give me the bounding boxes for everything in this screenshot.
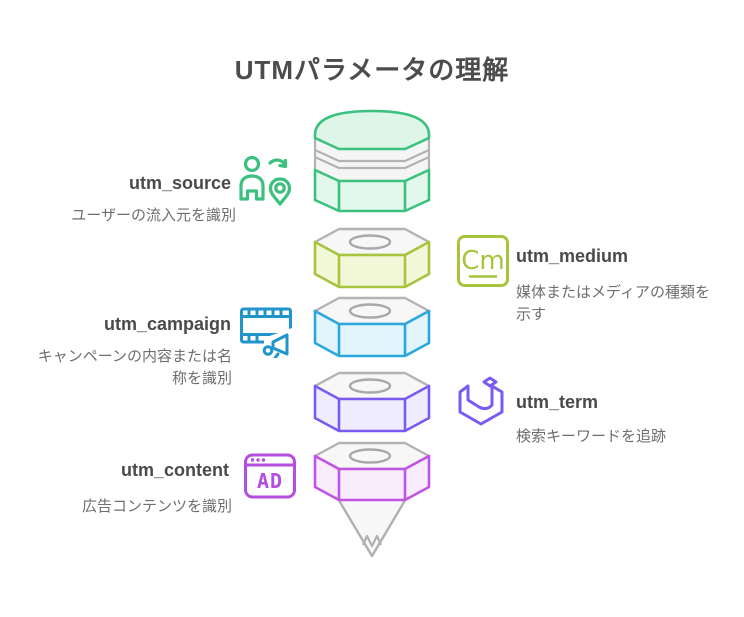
utm-content-description: 広告コンテンツを識別	[81, 498, 232, 515]
utm-campaign-description-line1: キャンペーンの内容または名	[37, 348, 232, 365]
utm-campaign-label: utm_campaign	[103, 314, 231, 334]
utm-term-description: 検索キーワードを追跡	[516, 428, 667, 445]
utm-campaign-description-line2: 称を識別	[171, 369, 232, 387]
utm-medium-label: utm_medium	[516, 246, 629, 266]
utm-source-description: ユーザーの流入元を識別	[71, 207, 236, 224]
person-location-pin-icon	[237, 154, 293, 210]
funnel-layer-medium	[312, 225, 432, 291]
funnel-layer-content	[310, 440, 434, 560]
funnel-layer-campaign	[312, 294, 432, 360]
source-layer-graphic	[313, 109, 431, 213]
funnel-layer-term	[312, 369, 432, 435]
utm-medium-description-line2: 示す	[516, 305, 547, 323]
campaign-layer-graphic	[313, 296, 431, 358]
content-layer-graphic	[313, 441, 431, 558]
funnel-layer-source	[312, 107, 432, 215]
term-layer-graphic	[313, 371, 431, 433]
page-title: UTMパラメータの理解	[234, 55, 510, 85]
utm-medium-description-line1: 媒体またはメディアの種類を	[516, 284, 710, 301]
ad-glyph: AD	[257, 469, 283, 493]
cube-u-icon	[454, 374, 510, 430]
cm-badge-icon: Cm	[455, 233, 511, 289]
utm-medium-description: 媒体またはメディアの種類を 示す	[516, 282, 718, 326]
medium-layer-graphic	[313, 227, 431, 289]
utm-campaign-description: キャンペーンの内容または名 称を識別	[30, 346, 232, 390]
utm-term-label: utm_term	[516, 392, 599, 412]
utm-content-label: utm_content	[121, 460, 229, 480]
cm-glyph: Cm	[461, 246, 504, 276]
film-megaphone-icon	[238, 302, 294, 358]
utm-source-label: utm_source	[128, 173, 231, 193]
ad-browser-window-icon: AD	[242, 449, 298, 505]
